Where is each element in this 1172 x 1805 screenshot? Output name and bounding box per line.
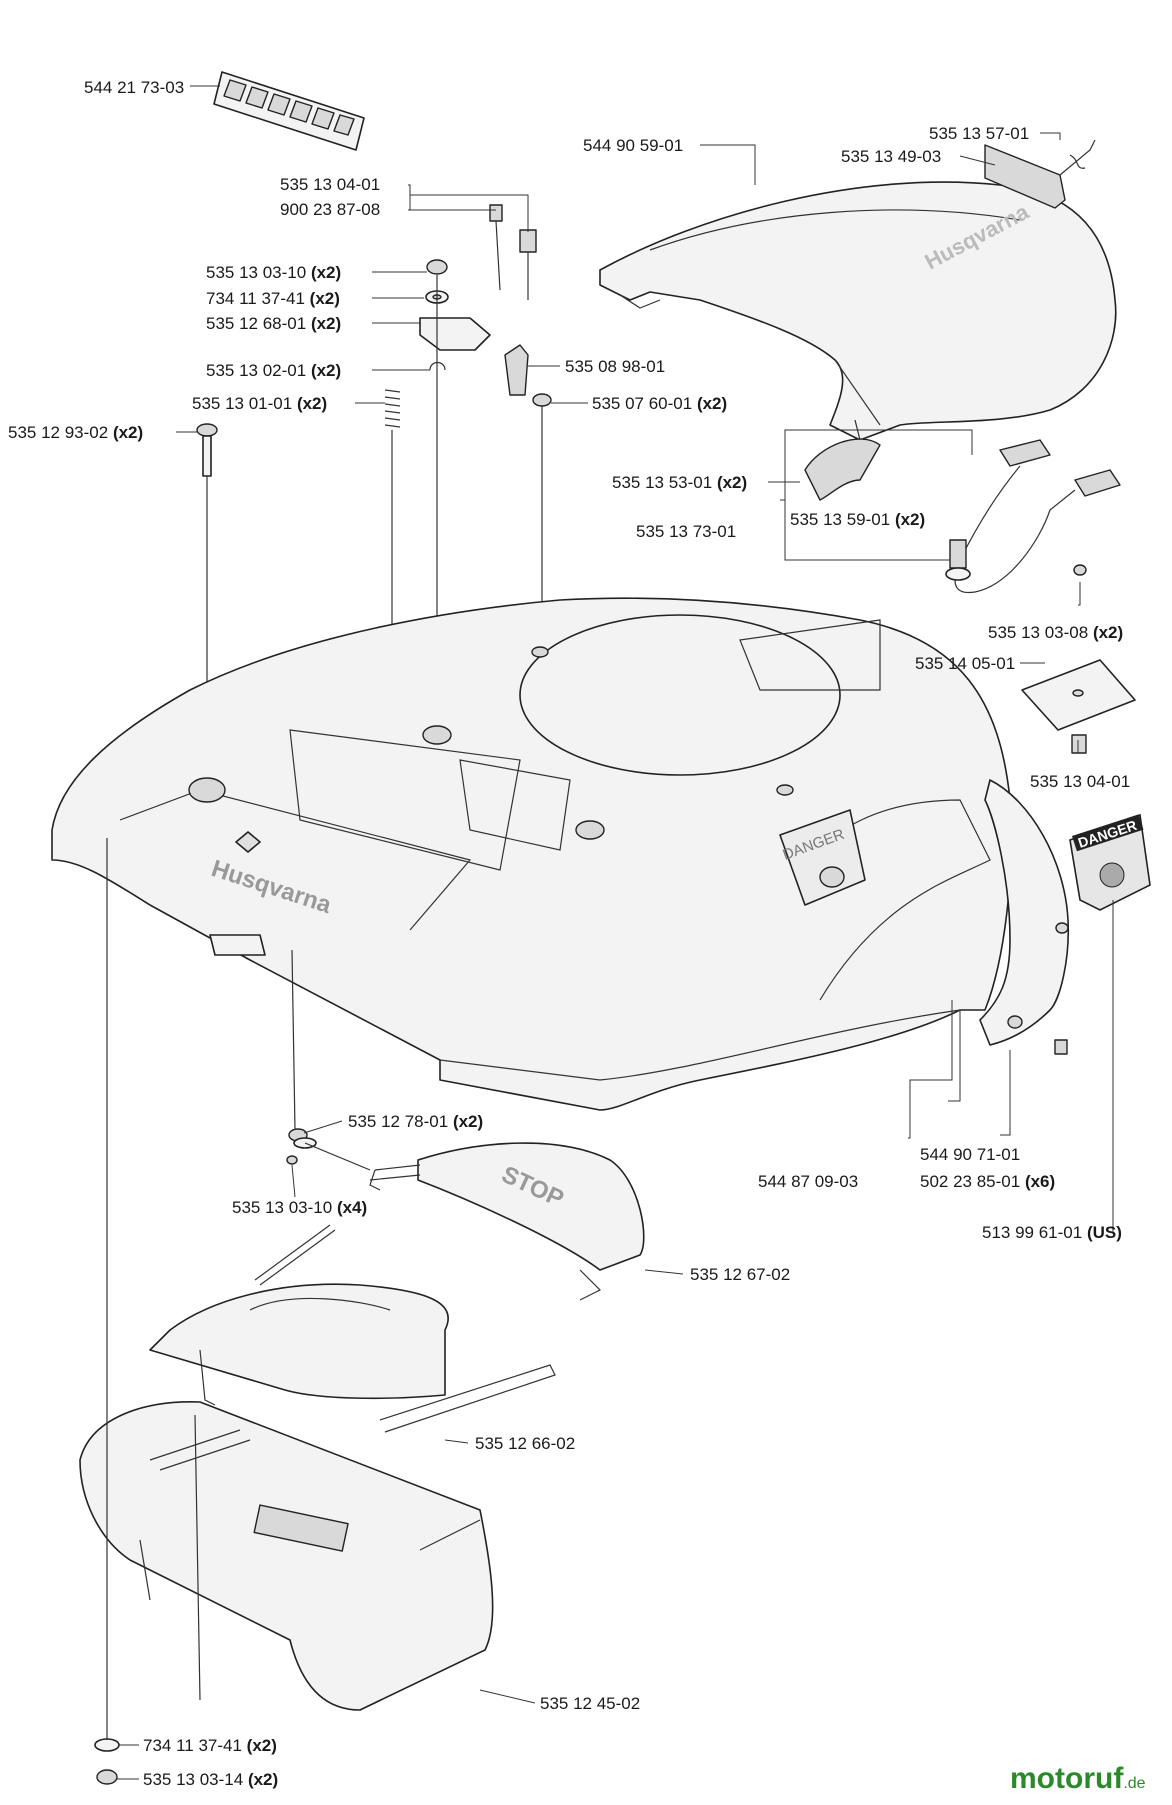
callout-544-90-59-01: 544 90 59-01 xyxy=(583,136,683,155)
callout-513-99-61-01: 513 99 61-01 (US) xyxy=(982,1223,1122,1242)
callout-535-13-02-01: 535 13 02-01 (x2) xyxy=(206,361,341,380)
callout-535-12-78-01: 535 12 78-01 (x2) xyxy=(348,1112,483,1131)
callout-535-13-73-01: 535 13 73-01 xyxy=(636,522,736,541)
callout-502-23-85-01: 502 23 85-01 (x6) xyxy=(920,1172,1055,1191)
callout-535-13-03-14: 535 13 03-14 (x2) xyxy=(143,1770,278,1789)
callout-535-13-03-10-x2: 535 13 03-10 (x2) xyxy=(206,263,341,282)
callout-labels: 544 21 73-03 544 90 59-01 535 13 57-01 5… xyxy=(8,78,1130,1789)
callout-544-21-73-03: 544 21 73-03 xyxy=(84,78,184,97)
danger-label: DANGER xyxy=(1069,813,1151,911)
hinge-pins xyxy=(286,949,371,1171)
leader-lines xyxy=(117,85,1114,1780)
callout-544-87-09-03: 544 87 09-03 xyxy=(758,1172,858,1191)
watermark-text: motoruf.de xyxy=(1010,1762,1146,1795)
lift-handle xyxy=(984,139,1096,209)
callout-535-13-59-01: 535 13 59-01 (x2) xyxy=(790,510,925,529)
callout-900-23-87-08: 900 23 87-08 xyxy=(280,200,380,219)
callout-535-14-05-01: 535 14 05-01 xyxy=(915,654,1015,673)
sensor-bracket xyxy=(945,439,1121,594)
callout-535-12-66-02: 535 12 66-02 xyxy=(475,1434,575,1453)
callout-535-08-98-01: 535 08 98-01 xyxy=(565,357,665,376)
warning-sticker-sheet xyxy=(213,71,365,151)
callout-535-13-03-10-x4: 535 13 03-10 (x4) xyxy=(232,1198,367,1217)
hatch-frame xyxy=(149,1224,556,1433)
callout-535-13-49-03: 535 13 49-03 xyxy=(841,147,941,166)
bumper-fasteners xyxy=(94,838,120,1785)
knob-hardware-stack xyxy=(419,259,491,700)
callout-535-13-57-01: 535 13 57-01 xyxy=(929,124,1029,143)
body-shell: Husqvarna xyxy=(51,597,1013,1111)
callout-535-13-01-01: 535 13 01-01 (x2) xyxy=(192,394,327,413)
watermark-tld: .de xyxy=(1123,1775,1145,1792)
callout-535-12-67-02: 535 12 67-02 xyxy=(690,1265,790,1284)
danger-sticker: DANGER xyxy=(779,809,866,906)
callout-535-13-04-01-side: 535 13 04-01 xyxy=(1030,772,1130,791)
top-cover: Husqvarna xyxy=(599,181,1117,441)
side-panel xyxy=(979,779,1070,1055)
watermark-name: motoruf xyxy=(1010,1762,1124,1795)
callout-535-12-93-02: 535 12 93-02 (x2) xyxy=(8,423,143,442)
watermark: motoruf.de xyxy=(1010,1762,1146,1795)
cable-clip xyxy=(504,344,529,396)
callout-544-90-71-01: 544 90 71-01 xyxy=(920,1145,1020,1164)
stop-button-cover: STOP xyxy=(369,1142,645,1301)
callout-734-11-37-41-top: 734 11 37-41 (x2) xyxy=(206,289,340,308)
front-bumper xyxy=(79,1401,494,1711)
callout-535-13-53-01: 535 13 53-01 (x2) xyxy=(612,473,747,492)
callout-535-12-45-02: 535 12 45-02 xyxy=(540,1694,640,1713)
callout-734-11-37-41-bottom: 734 11 37-41 (x2) xyxy=(143,1736,277,1755)
callout-535-12-68-01: 535 12 68-01 (x2) xyxy=(206,314,341,333)
cable-tie xyxy=(489,204,537,300)
callout-535-13-03-08: 535 13 03-08 (x2) xyxy=(988,623,1123,642)
callout-535-07-60-01: 535 07 60-01 (x2) xyxy=(592,394,727,413)
sensor-plate xyxy=(1021,659,1136,754)
callout-535-13-04-01-top: 535 13 04-01 xyxy=(280,175,380,194)
